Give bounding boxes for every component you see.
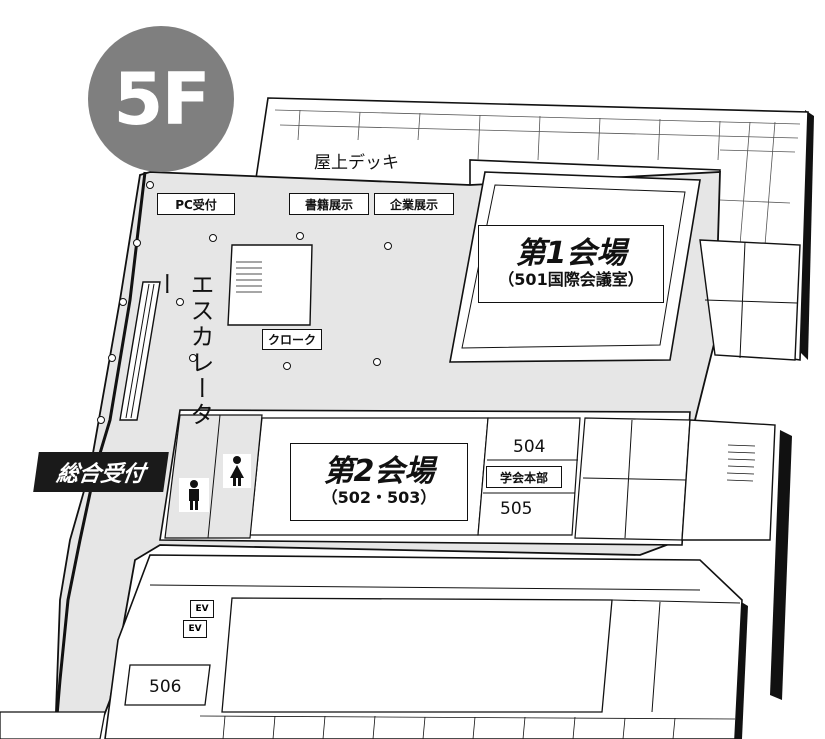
hall1-sign: 第1会場 （501国際会議室） <box>478 225 664 303</box>
stairs-icon <box>236 261 262 293</box>
rooftop-deck-label: 屋上デッキ <box>314 153 399 173</box>
room-505-label: 505 <box>500 499 533 519</box>
columns <box>97 181 392 424</box>
room-504-label: 504 <box>513 437 546 457</box>
lower-grid <box>199 715 736 739</box>
service-core <box>227 244 313 326</box>
female-restroom-icon <box>223 454 251 488</box>
room-506-label: 506 <box>149 677 182 697</box>
hall2-title: 第2会場 <box>323 454 435 490</box>
society-hq-label: 学会本部 <box>486 466 562 488</box>
company-exhibit-label: 企業展示 <box>374 193 454 215</box>
room-506-box <box>124 664 211 706</box>
elevator-2: EV <box>183 620 207 638</box>
cloak-label: クローク <box>262 329 322 350</box>
rooftop-grid <box>274 109 801 249</box>
escalator <box>119 281 161 421</box>
building-shadow <box>800 110 814 360</box>
floor-number-badge: 5F <box>88 26 234 172</box>
southwest-rooms <box>0 711 106 739</box>
hall1-subtitle: （501国際会議室） <box>498 270 644 290</box>
building-shadow <box>770 430 792 700</box>
lower-hall <box>221 597 613 713</box>
pc-reception-label: PC受付 <box>157 193 235 215</box>
hall2-sign: 第2会場 （502・503） <box>290 443 468 521</box>
elevator-1: EV <box>190 600 214 618</box>
northeast-rooms <box>699 239 801 361</box>
hall2-subtitle: （502・503） <box>321 488 437 508</box>
hall1-title: 第1会場 <box>515 236 627 272</box>
outer-wall-left <box>53 171 147 739</box>
male-restroom-icon <box>179 478 209 512</box>
book-exhibit-label: 書籍展示 <box>289 193 369 215</box>
general-reception-label: 総合受付 <box>33 452 169 492</box>
escalator-label: エスカレーター <box>151 272 214 428</box>
